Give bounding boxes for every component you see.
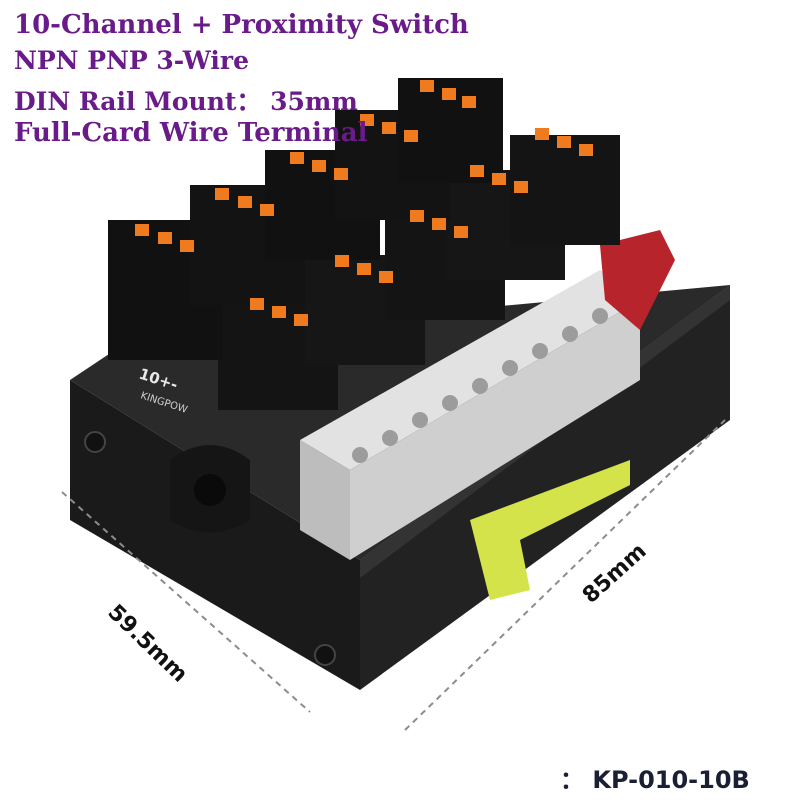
din-rail-clip xyxy=(470,460,630,600)
model-number: ： KP-010-10B xyxy=(560,766,750,794)
headline-line-3: DIN Rail Mount： 35mm xyxy=(14,87,358,116)
terminal-holes xyxy=(352,308,608,463)
mounting-screw-icon xyxy=(84,431,336,666)
headline-line-2: NPN PNP 3-Wire xyxy=(14,46,249,75)
headline-line-4: Full-Card Wire Terminal xyxy=(14,118,368,148)
grey-terminal-block xyxy=(300,270,640,560)
power-terminal xyxy=(600,230,675,330)
length-dimension-line xyxy=(404,419,726,731)
orange-lever-icons xyxy=(135,80,593,326)
headline-line-1: 10-Channel + Proximity Switch xyxy=(14,10,469,40)
depth-dimension-line xyxy=(61,491,311,713)
